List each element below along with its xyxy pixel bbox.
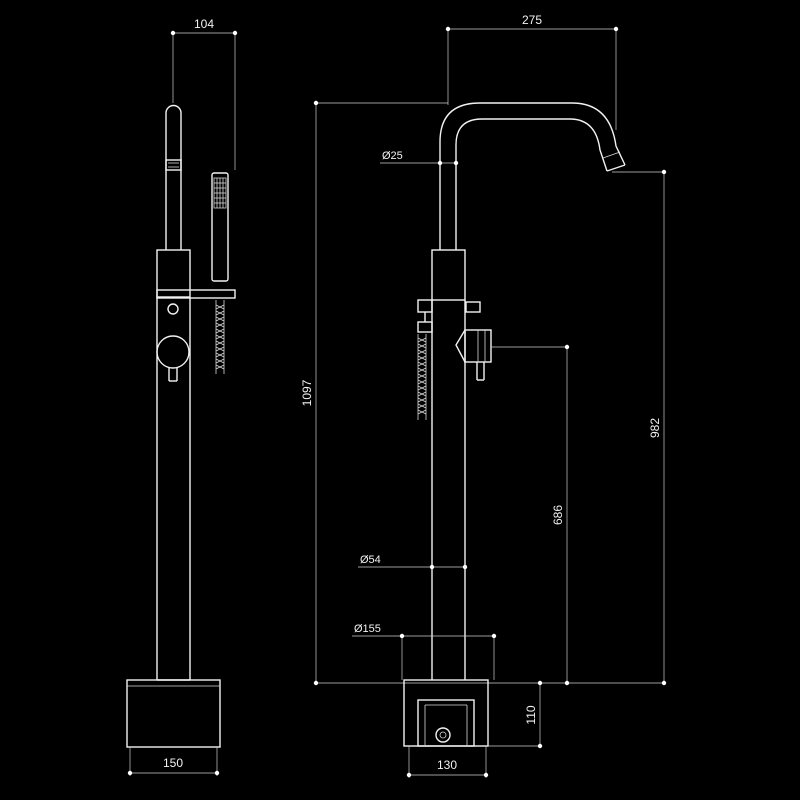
dim-130: 130: [437, 758, 457, 772]
dim-982: 982: [648, 418, 662, 438]
dim-1097: 1097: [300, 379, 314, 406]
dim-d25: Ø25: [382, 150, 403, 162]
dim-110: 110: [524, 705, 538, 724]
dim-d155: Ø155: [354, 623, 381, 635]
front-view: 104: [126, 17, 238, 776]
dim-275: 275: [522, 13, 542, 27]
side-view: 275 Ø25 Ø: [300, 13, 667, 778]
dim-686: 686: [551, 505, 565, 525]
dim-104: 104: [194, 17, 214, 31]
dim-d54: Ø54: [360, 554, 381, 566]
dim-150: 150: [163, 756, 183, 770]
